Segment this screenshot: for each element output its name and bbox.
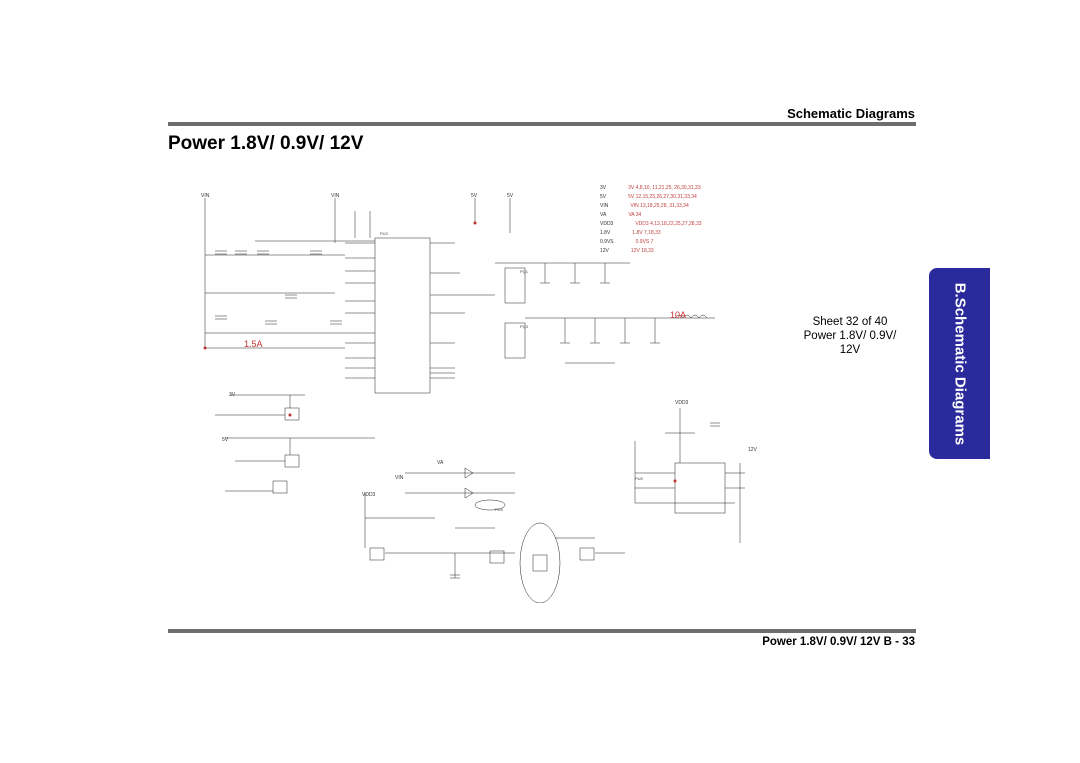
sheet-info: Sheet 32 of 40 Power 1.8V/ 0.9V/ 12V [790, 315, 910, 357]
svg-text:PD4: PD4 [495, 507, 504, 512]
rail-label: VIN [201, 193, 210, 199]
rail-label: 3V [229, 392, 236, 398]
header-rule [168, 122, 916, 126]
rail-label: 5V [222, 437, 229, 443]
rail-label: VIN [331, 193, 340, 199]
section-title: Schematic Diagrams [787, 106, 915, 121]
rail-label: 5V [507, 193, 514, 199]
sheet-subtitle-line1: Power 1.8V/ 0.9V/ [803, 330, 897, 342]
rail-label: 12V [748, 447, 757, 453]
sheet-subtitle-line2: 12V [839, 344, 861, 356]
rail-label: VA [437, 460, 444, 466]
svg-text:PQ3: PQ3 [520, 324, 529, 329]
page-title: Power 1.8V/ 0.9V/ 12V [168, 133, 364, 154]
svg-text:PU3: PU3 [380, 231, 389, 236]
rail-label: VDD3 [362, 492, 376, 498]
rail-label: VDD3 [675, 400, 689, 406]
svg-text:PQ1: PQ1 [520, 269, 529, 274]
current-callout-1.5a: 1.5A [244, 339, 263, 349]
page-footer: Power 1.8V/ 0.9V/ 12V B - 33 [762, 636, 915, 648]
side-tab-label: B.Schematic Diagrams [951, 282, 968, 445]
footer-rule [168, 629, 916, 633]
section-side-tab: B.Schematic Diagrams [929, 268, 990, 459]
sheet-number: Sheet 32 of 40 [812, 316, 888, 328]
schematic-diagram: PU3 PU6 PQ1 PQ3 PD4 [203, 198, 745, 603]
svg-text:PU6: PU6 [635, 476, 644, 481]
rail-label: 5V [471, 193, 478, 199]
rail-label: VIN [395, 475, 404, 481]
current-callout-10a: 10A [670, 310, 687, 320]
